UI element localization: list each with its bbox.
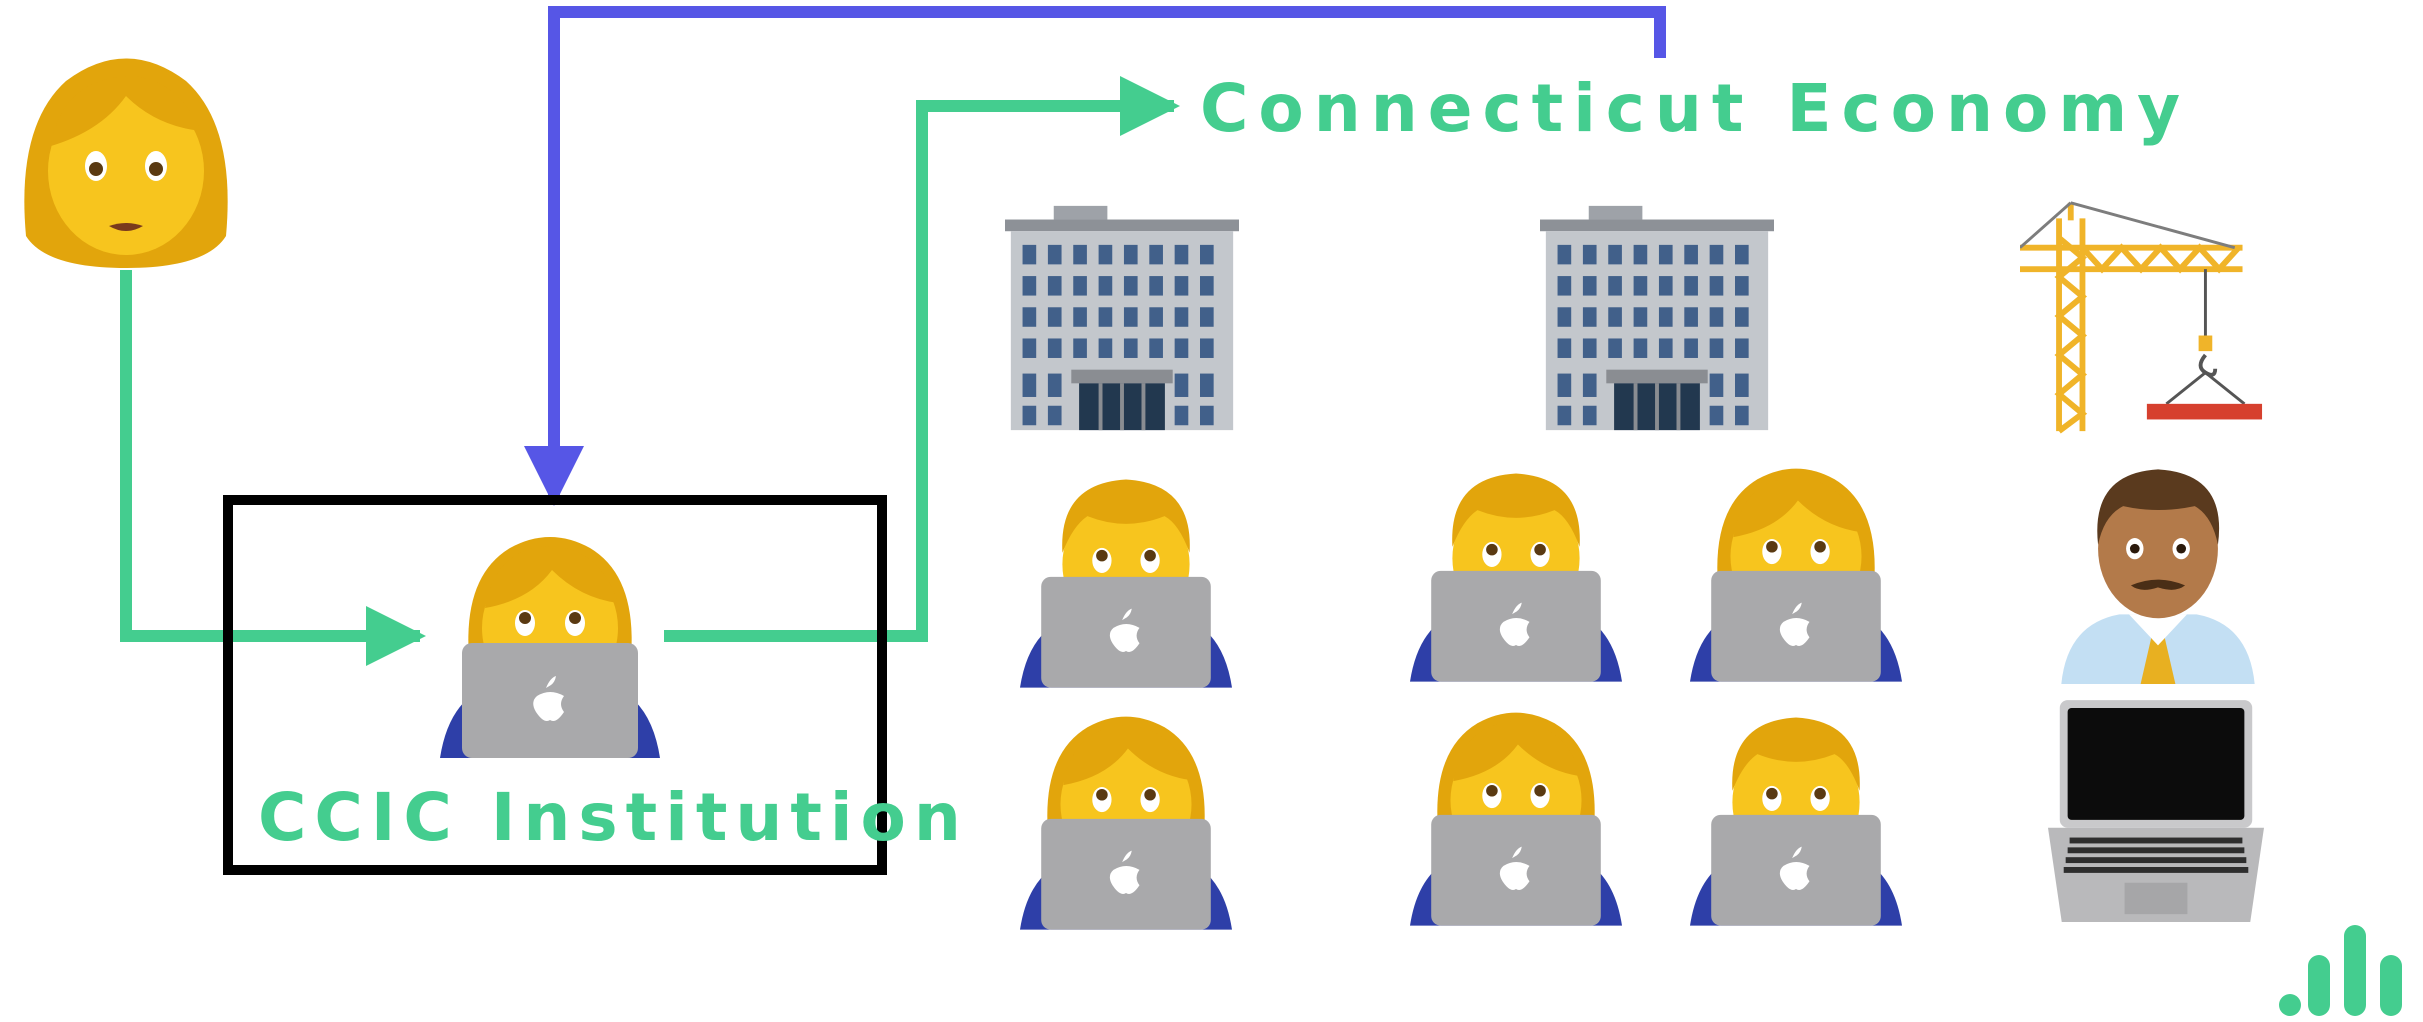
office-building-icon [1540,205,1774,431]
woman-icon [24,58,228,268]
woman-technologist-icon [1690,468,1902,682]
flow-economy-return [524,6,1666,506]
economy-label: Connecticut Economy [1200,70,2190,147]
institution-label: CCIC Institution [258,779,969,856]
institution-box [223,495,887,875]
flow-saver-to-institution [120,270,426,666]
flow-institution-to-economy [664,76,1180,642]
woman-technologist-icon [1020,716,1232,930]
man-technologist-icon [1020,479,1232,688]
woman-technologist-icon [440,537,660,758]
woman-technologist-icon [1410,712,1622,926]
signal-bars-logo-icon [2279,925,2402,1016]
laptop-icon [2048,700,2264,922]
man-technologist-icon [1690,717,1902,926]
office-building-icon [1005,205,1239,431]
man-office-worker-icon [2061,469,2255,684]
construction-crane-icon [2020,203,2262,431]
man-technologist-icon [1410,473,1622,682]
